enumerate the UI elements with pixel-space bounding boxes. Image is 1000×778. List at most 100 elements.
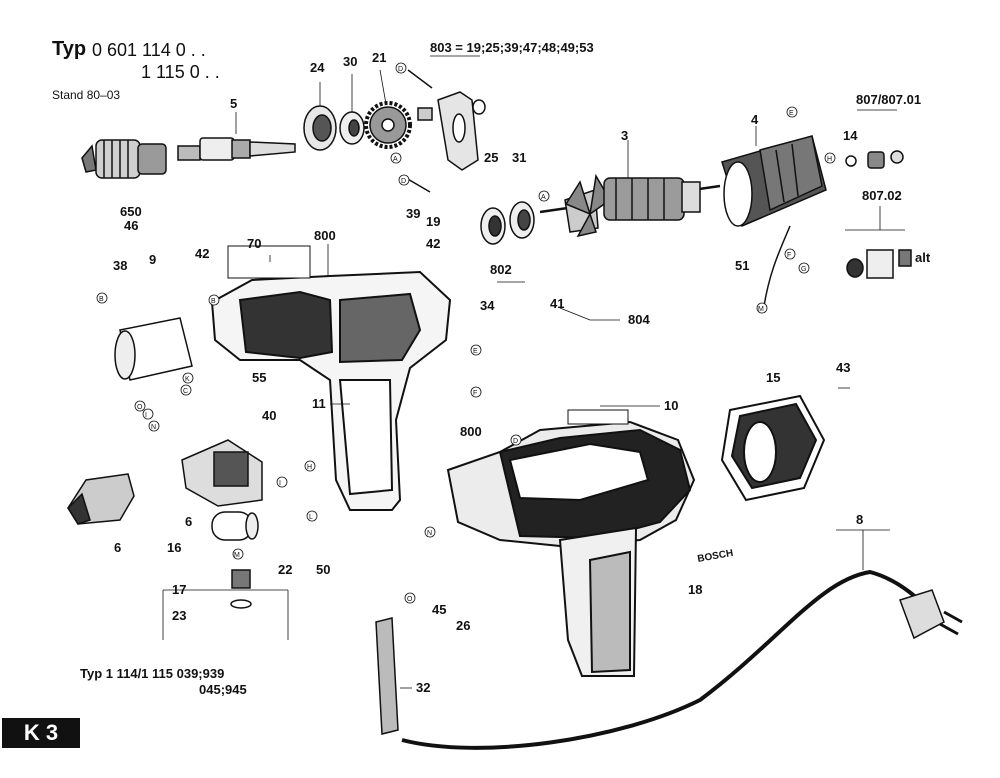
part-label-804: 804 <box>628 312 650 327</box>
footer-variants-line: 045;945 <box>199 682 247 697</box>
svg-text:B: B <box>211 298 216 305</box>
part-label-39: 39 <box>406 206 420 221</box>
svg-text:H: H <box>307 464 312 471</box>
chuck-spindle <box>177 137 296 161</box>
motor-housing <box>446 409 696 677</box>
part-label-807-02: 807.02 <box>862 188 902 203</box>
svg-text:H: H <box>827 156 832 163</box>
part-label-21: 21 <box>372 50 386 65</box>
part-number-labels: 803 = 19;25;39;47;48;49;53 24 30 21 5 65… <box>113 40 921 695</box>
alt-label: alt <box>915 250 931 265</box>
side-handle <box>375 617 399 735</box>
svg-text:I: I <box>279 480 281 487</box>
bearing-25 <box>480 207 506 245</box>
housing-left-half <box>210 245 452 511</box>
part-label-24: 24 <box>310 60 325 75</box>
switch-assembly <box>181 439 263 507</box>
capacitor-16 <box>211 511 259 541</box>
svg-text:G: G <box>801 266 806 273</box>
svg-text:O: O <box>407 596 413 603</box>
leader-lines <box>162 55 905 689</box>
part-label-32: 32 <box>416 680 430 695</box>
part-label-41: 41 <box>550 296 564 311</box>
svg-text:D: D <box>401 178 406 185</box>
part-label-26: 26 <box>456 618 470 633</box>
part-label-40: 40 <box>262 408 276 423</box>
part-label-19: 19 <box>426 214 440 229</box>
part-label-22: 22 <box>278 562 292 577</box>
power-cord <box>401 569 942 750</box>
part-label-3: 3 <box>621 128 628 143</box>
part-label-803: 803 = 19;25;39;47;48;49;53 <box>430 40 594 55</box>
drill-chuck <box>81 139 167 179</box>
svg-text:D: D <box>398 66 403 73</box>
svg-text:K: K <box>185 376 190 383</box>
part-label-51: 51 <box>735 258 749 273</box>
part-label-8: 8 <box>856 512 863 527</box>
part-label-5: 5 <box>230 96 237 111</box>
part-label-6-b: 6 <box>114 540 121 555</box>
part-label-11: 11 <box>312 396 326 411</box>
part-label-14: 14 <box>843 128 858 143</box>
svg-text:N: N <box>427 530 432 537</box>
speed-control <box>67 473 135 525</box>
svg-text:M: M <box>234 552 240 559</box>
mains-plug <box>899 589 963 640</box>
part-label-43: 43 <box>836 360 850 375</box>
part-label-45: 45 <box>432 602 446 617</box>
part-label-46: 46 <box>124 218 138 233</box>
carbon-brush-set <box>845 150 904 169</box>
svg-text:D: D <box>513 438 518 445</box>
part-label-802: 802 <box>490 262 512 277</box>
svg-text:C: C <box>183 388 188 395</box>
svg-text:N: N <box>151 424 156 431</box>
part-label-50: 50 <box>316 562 330 577</box>
header-stand: Stand 80–03 <box>52 88 121 102</box>
gear-21 <box>364 101 412 149</box>
part-label-42-b: 42 <box>426 236 440 251</box>
part-label-16: 16 <box>167 540 181 555</box>
part-label-70: 70 <box>247 236 261 251</box>
part-label-31: 31 <box>512 150 526 165</box>
rear-cover <box>720 394 826 502</box>
part-label-650: 650 <box>120 204 142 219</box>
callout-letters: D A D A E H F G M B B K C O I N E F D H … <box>99 66 832 603</box>
svg-text:L: L <box>309 514 313 521</box>
part-label-38: 38 <box>113 258 127 273</box>
brand-plate: BOSCH <box>697 548 734 565</box>
footer-typ-line: Typ 1 114/1 115 039;939 <box>80 666 225 681</box>
part-label-15: 15 <box>766 370 780 385</box>
part-label-42-a: 42 <box>195 246 209 261</box>
callout-markers <box>96 62 836 604</box>
part-label-18: 18 <box>688 582 702 597</box>
field-stator <box>721 135 827 307</box>
page-badge: K 3 <box>2 718 80 748</box>
ball-bearing-24 <box>303 105 337 151</box>
part-label-6-a: 6 <box>185 514 192 529</box>
part-label-25: 25 <box>484 150 498 165</box>
part-label-55: 55 <box>252 370 266 385</box>
svg-text:A: A <box>541 194 546 201</box>
part-label-10: 10 <box>664 398 678 413</box>
svg-text:F: F <box>787 252 791 259</box>
bearing-31 <box>509 201 535 239</box>
brush-holder-807-02 <box>846 249 912 279</box>
ground-connector <box>230 569 252 609</box>
part-label-800-a: 800 <box>314 228 336 243</box>
svg-text:O: O <box>137 404 143 411</box>
part-label-17: 17 <box>172 582 186 597</box>
front-collar <box>114 317 193 381</box>
part-label-800-b: 800 <box>460 424 482 439</box>
svg-text:I: I <box>145 412 147 419</box>
part-label-34: 34 <box>480 298 495 313</box>
part-label-4: 4 <box>751 112 759 127</box>
header-typ-label: Typ <box>52 38 87 60</box>
header-model-line2: 1 115 0 . . <box>141 62 220 82</box>
svg-text:E: E <box>789 110 794 117</box>
svg-text:F: F <box>473 390 477 397</box>
header-model-line1: 0 601 114 0 . . <box>92 40 206 60</box>
part-label-23: 23 <box>172 608 186 623</box>
svg-text:E: E <box>473 348 478 355</box>
part-label-30: 30 <box>343 54 357 69</box>
